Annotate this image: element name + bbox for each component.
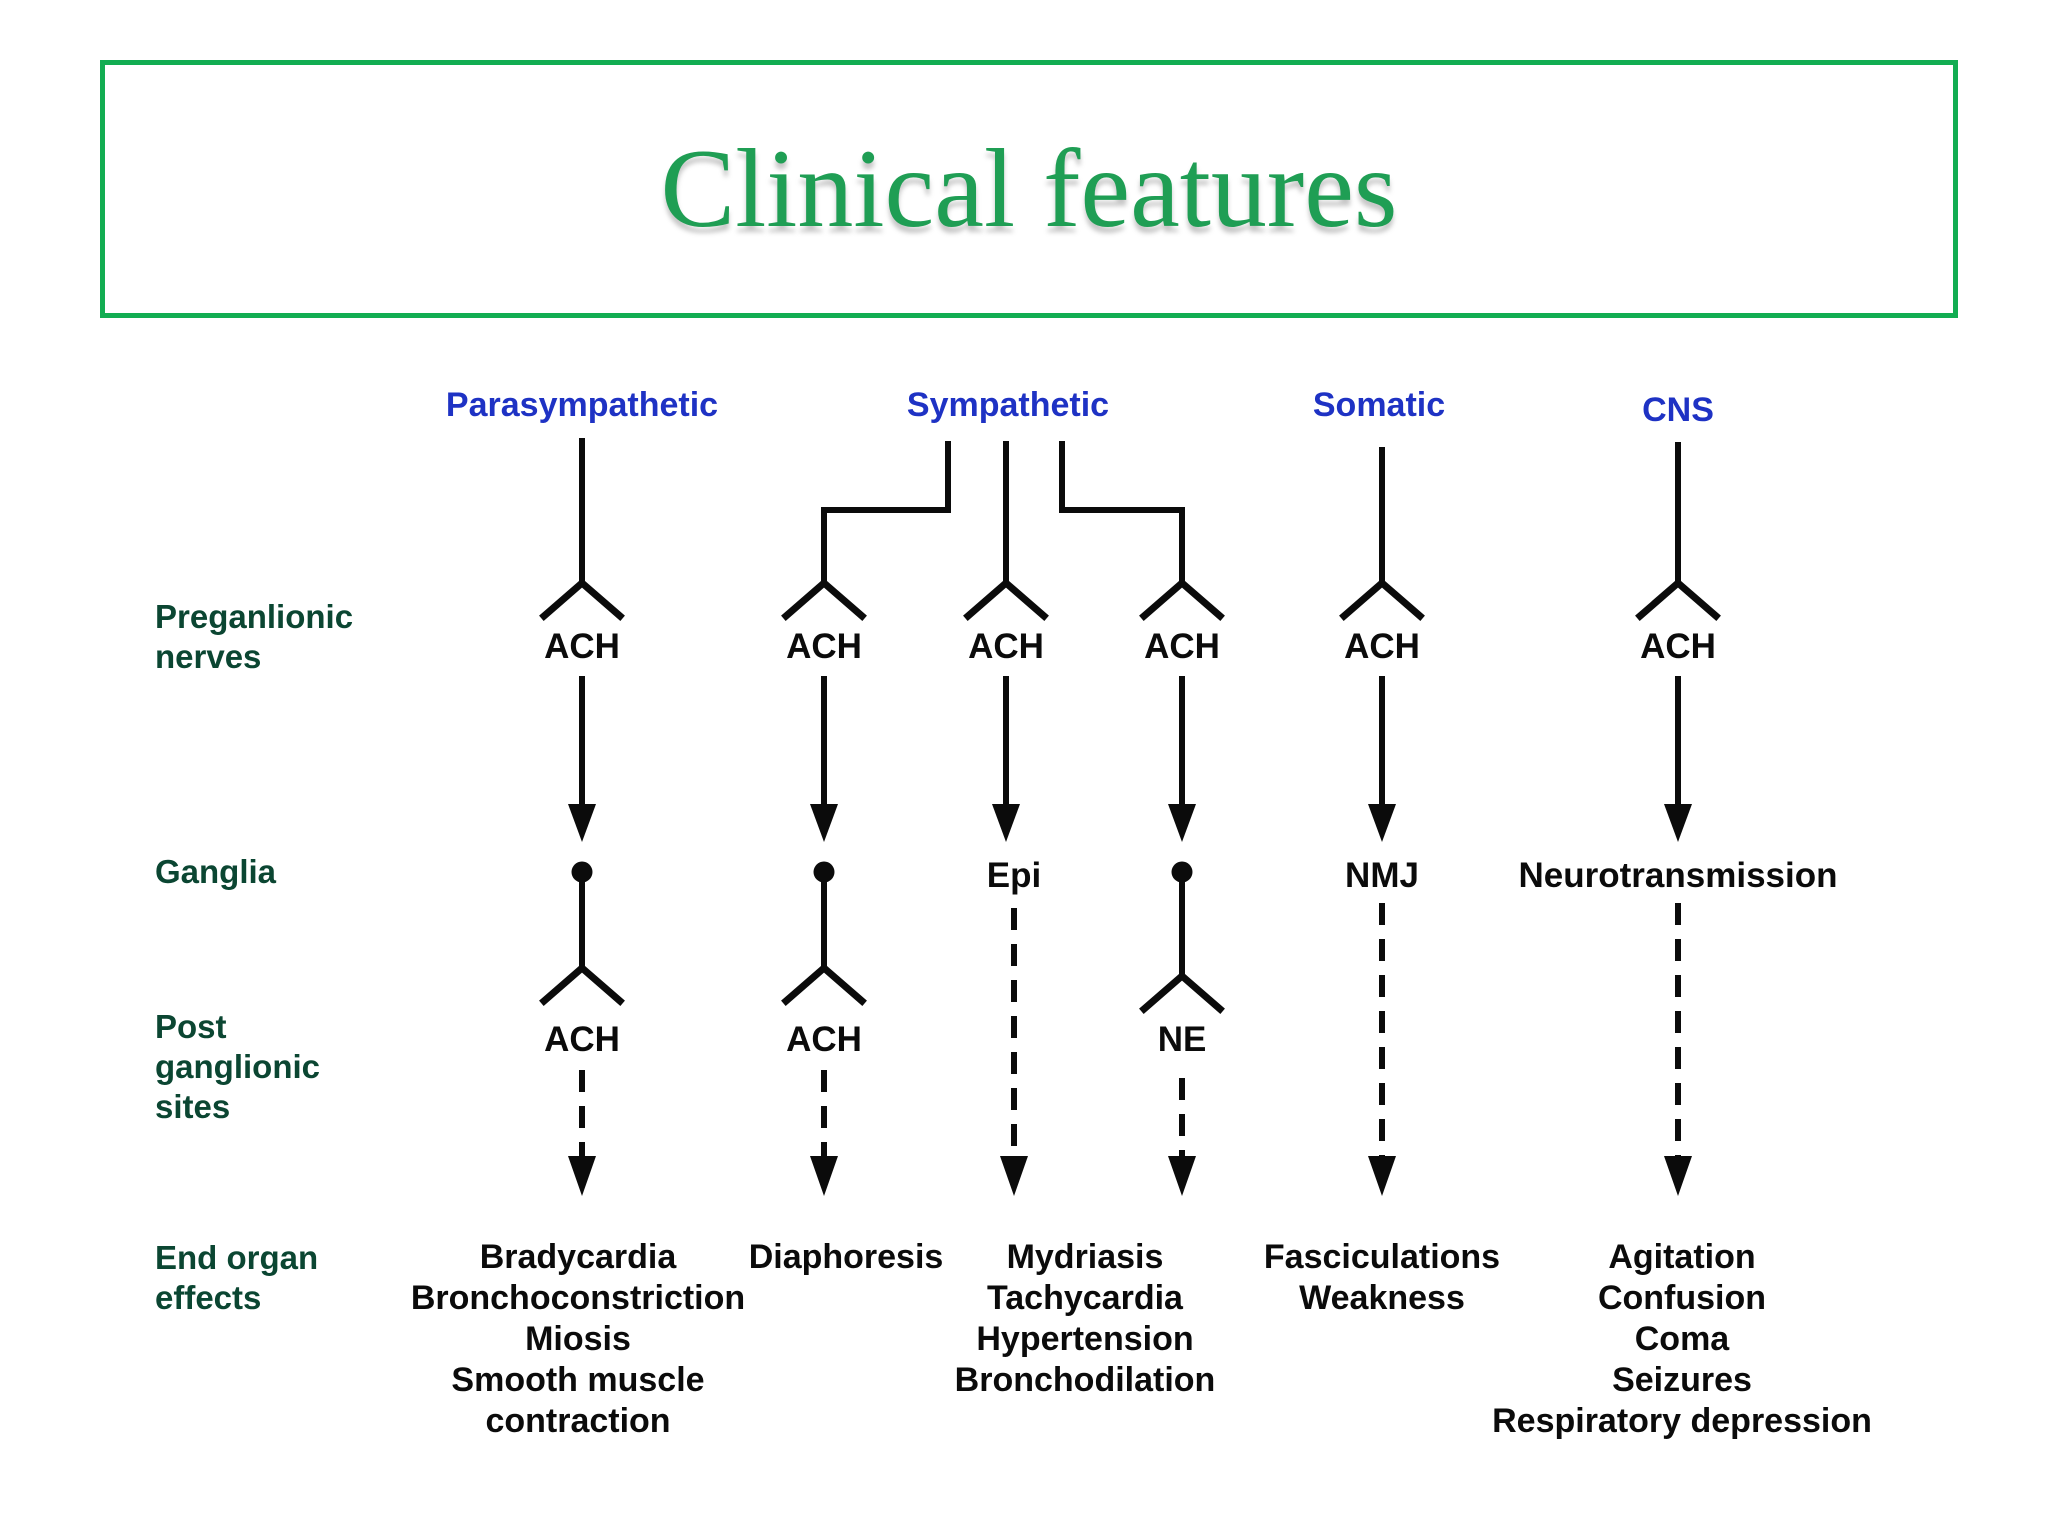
effects-somatic: Fasciculations Weakness — [1264, 1237, 1500, 1319]
nerve-terminal-fork — [1635, 578, 1721, 621]
effect-line: Smooth muscle — [451, 1361, 705, 1399]
row-label-line: End organ — [155, 1239, 319, 1276]
parasympathetic-pathway — [539, 438, 625, 1196]
row-label-line: Post — [155, 1008, 227, 1045]
row-label-postganglionic: Post ganglionic sites — [155, 1007, 320, 1127]
row-label-line: ganglionic — [155, 1048, 320, 1085]
arrowhead — [568, 1156, 596, 1196]
arrowhead — [1368, 804, 1396, 842]
row-label-preganglionic: Preganlionic nerves — [155, 597, 353, 677]
effect-line: Weakness — [1299, 1279, 1465, 1317]
arrowhead — [810, 804, 838, 842]
nerve-terminal-fork — [781, 963, 867, 1006]
effect-line: Miosis — [525, 1320, 631, 1358]
sympathetic-sweat-gland-branch — [781, 441, 951, 1196]
effect-line: Bronchodilation — [954, 1361, 1216, 1399]
slide-title: Clinical features — [660, 126, 1398, 251]
effects-parasympathetic: Bradycardia Bronchoconstriction Miosis S… — [411, 1237, 745, 1442]
arrowhead — [568, 804, 596, 842]
ach-label: ACH — [1344, 627, 1420, 666]
effects-sympathetic: Mydriasis Tachycardia Hypertension Bronc… — [955, 1237, 1216, 1401]
nerve-terminal-fork — [963, 578, 1049, 621]
column-header-sympathetic: Sympathetic — [906, 386, 1110, 424]
effect-line: Respiratory depression — [1492, 1402, 1872, 1440]
nerve-terminal-fork — [1139, 971, 1225, 1014]
column-header-cns: CNS — [1642, 391, 1714, 429]
row-label-ganglia: Ganglia — [155, 853, 277, 890]
nerve-terminal-fork — [1139, 578, 1225, 621]
column-header-somatic: Somatic — [1312, 386, 1446, 424]
effect-line: Fasciculations — [1263, 1238, 1501, 1276]
arrowhead — [992, 804, 1020, 842]
arrowhead — [1168, 1156, 1196, 1196]
title-box: Clinical features — [100, 60, 1958, 318]
sympathetic-adrenal-branch — [963, 441, 1049, 1196]
column-header-parasympathetic: Parasympathetic — [445, 386, 719, 424]
arrowhead — [810, 1156, 838, 1196]
sympathetic-end-organ-branch — [1059, 441, 1225, 1196]
effect-line: Confusion — [1597, 1279, 1767, 1317]
ach-label: ACH — [786, 1020, 862, 1059]
ach-label: ACH — [1144, 627, 1220, 666]
ach-label: ACH — [1640, 627, 1716, 666]
ganglion-dot — [1171, 861, 1193, 883]
effect-line: Bradycardia — [479, 1238, 677, 1276]
ach-label: ACH — [544, 1020, 620, 1059]
row-label-end-organ: End organ effects — [155, 1238, 318, 1318]
effect-line: Diaphoresis — [748, 1238, 944, 1276]
effect-line: Seizures — [1612, 1361, 1752, 1399]
ach-label: ACH — [968, 627, 1044, 666]
effect-line: contraction — [485, 1402, 671, 1440]
arrowhead — [1368, 1156, 1396, 1196]
effect-line: Tachycardia — [987, 1279, 1183, 1317]
row-label-line: effects — [155, 1279, 262, 1316]
ach-label: ACH — [786, 627, 862, 666]
effect-line: Hypertension — [976, 1320, 1194, 1358]
nerve-terminal-fork — [539, 578, 625, 621]
ganglion-dot — [813, 861, 835, 883]
nerve-terminal-fork — [1339, 578, 1425, 621]
neurotransmission-label: Neurotransmission — [1518, 856, 1838, 895]
effect-line: Bronchoconstriction — [410, 1279, 746, 1317]
row-label-line: Preganlionic — [155, 598, 354, 635]
row-label-line: sites — [155, 1088, 231, 1125]
cns-pathway — [1635, 442, 1721, 1196]
epi-label: Epi — [986, 856, 1042, 895]
arrowhead — [1664, 1156, 1692, 1196]
row-label-line: nerves — [155, 638, 262, 675]
ganglion-dot — [571, 861, 593, 883]
somatic-pathway — [1339, 447, 1425, 1196]
arrowhead — [1664, 804, 1692, 842]
arrowhead — [1168, 804, 1196, 842]
arrowhead — [1000, 1156, 1028, 1196]
nerve-terminal-fork — [539, 963, 625, 1006]
effects-sweat-glands: Diaphoresis — [749, 1237, 944, 1278]
effect-line: Coma — [1634, 1320, 1730, 1358]
effect-line: Mydriasis — [1006, 1238, 1164, 1276]
ne-label: NE — [1157, 1020, 1207, 1059]
nmj-label: NMJ — [1345, 856, 1419, 895]
nerve-terminal-fork — [781, 578, 867, 621]
effects-cns: Agitation Confusion Coma Seizures Respir… — [1492, 1237, 1872, 1442]
ach-label: ACH — [544, 627, 620, 666]
effect-line: Agitation — [1608, 1238, 1756, 1276]
